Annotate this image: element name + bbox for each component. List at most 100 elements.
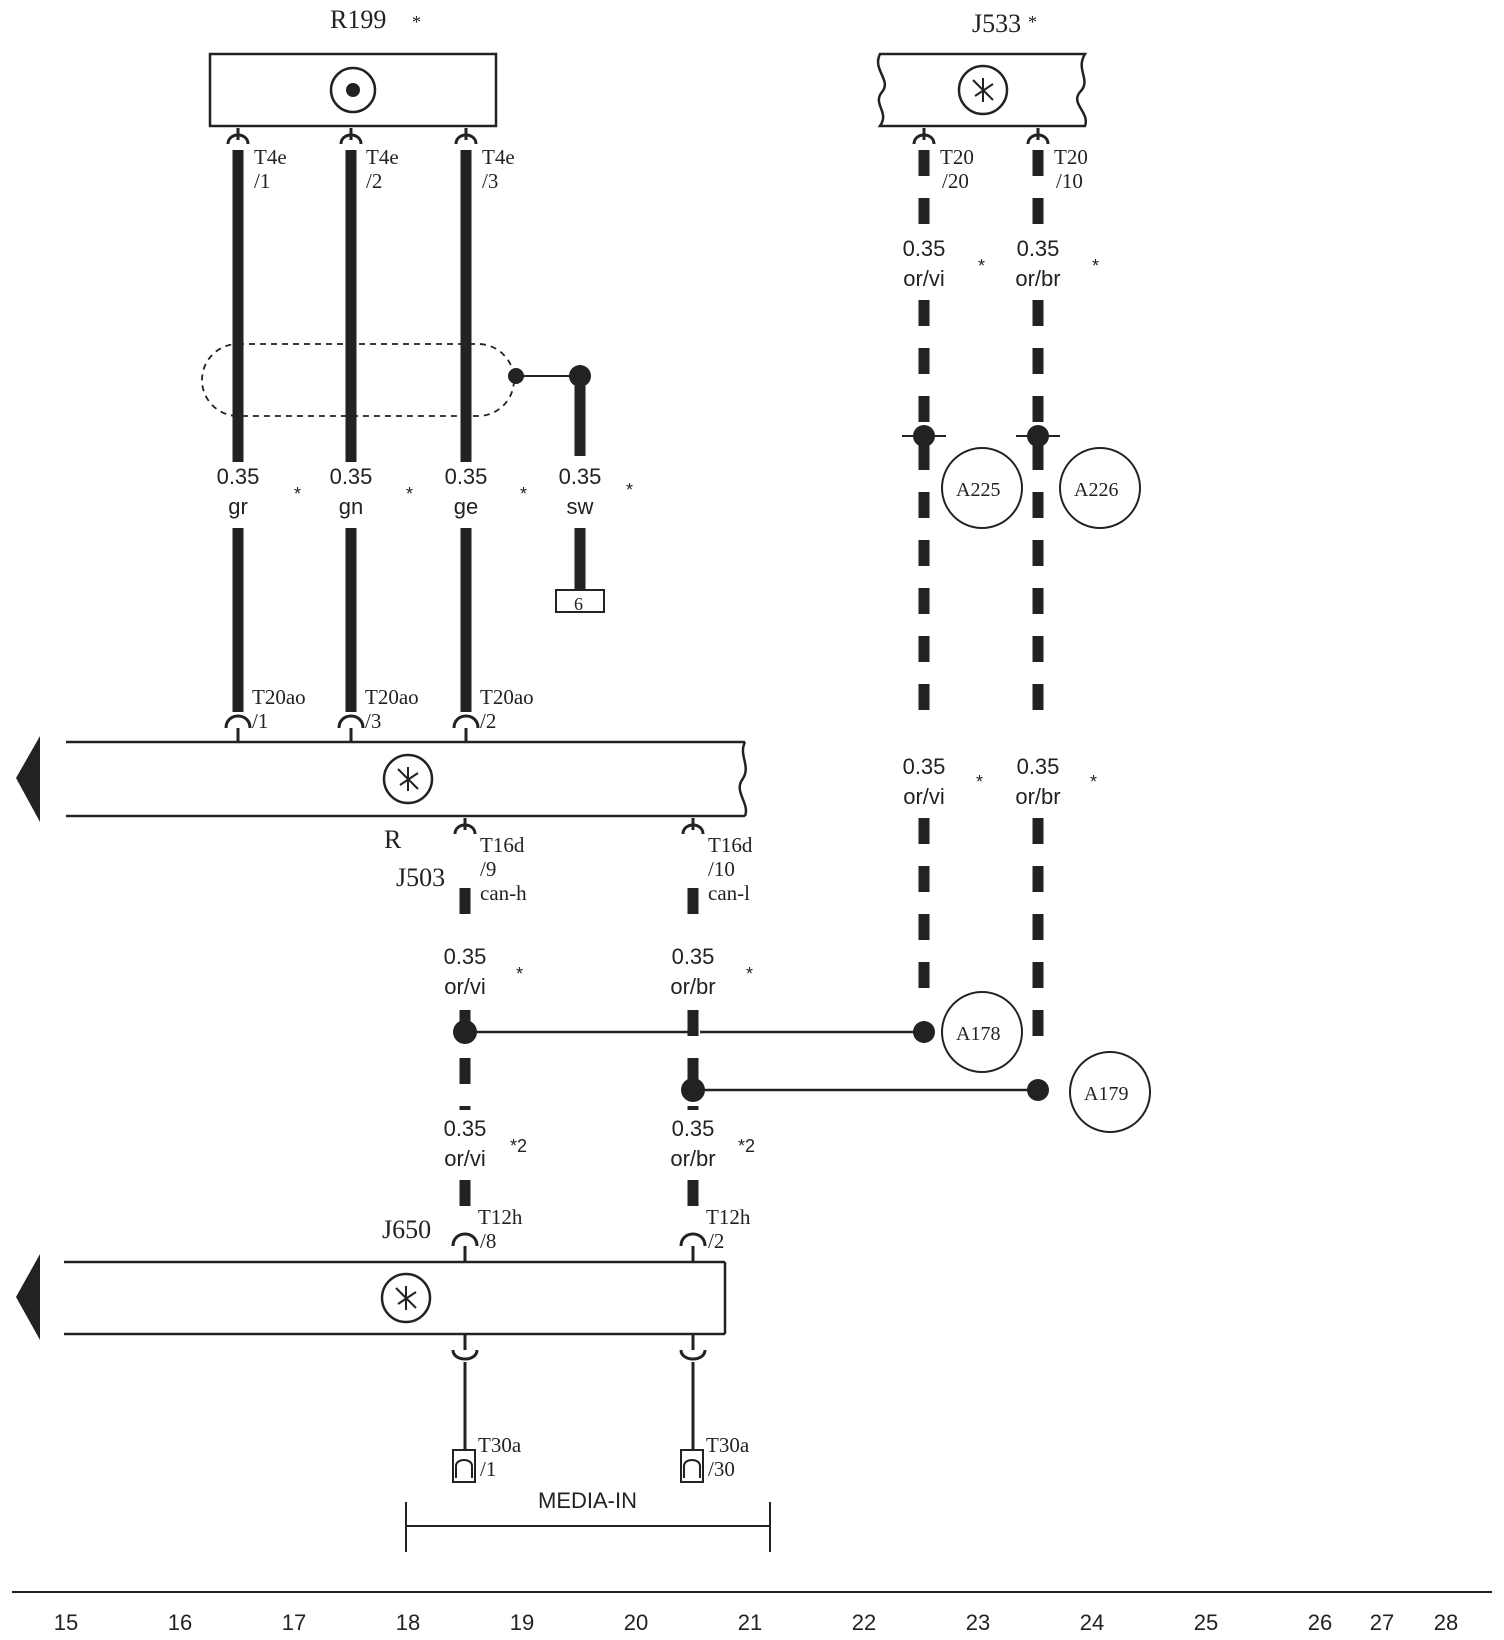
wires-can — [459, 888, 699, 1214]
svg-text:or/br: or/br — [670, 974, 715, 999]
svg-text:ge: ge — [454, 494, 478, 519]
media-in-label: MEDIA-IN — [538, 1488, 637, 1513]
svg-text:or/br: or/br — [1015, 784, 1060, 809]
ground-point: 6 — [555, 589, 605, 614]
connector-t30a — [452, 1449, 704, 1483]
svg-text:/1: /1 — [254, 169, 270, 193]
svg-text:T20: T20 — [1054, 145, 1088, 169]
svg-text:*: * — [746, 964, 753, 984]
grid-number: 24 — [1080, 1610, 1104, 1635]
svg-text:sw: sw — [567, 494, 594, 519]
svg-text:/2: /2 — [708, 1229, 724, 1253]
svg-text:/20: /20 — [942, 169, 969, 193]
svg-text:/2: /2 — [366, 169, 382, 193]
grid-number: 28 — [1434, 1610, 1458, 1635]
svg-text:*: * — [406, 484, 413, 504]
svg-text:*: * — [1092, 256, 1099, 276]
svg-text:/9: /9 — [480, 857, 496, 881]
svg-text:*: * — [520, 484, 527, 504]
splice-a178-a179: A178 A179 — [453, 991, 1151, 1133]
pin-hooks-r199 — [226, 128, 478, 145]
svg-text:*: * — [1090, 772, 1097, 792]
component-r-j503: R J503 — [16, 736, 748, 892]
svg-text:*: * — [978, 256, 985, 276]
svg-text:0.35: 0.35 — [445, 464, 488, 489]
svg-text:or/vi: or/vi — [444, 974, 486, 999]
svg-text:T20ao: T20ao — [480, 685, 534, 709]
svg-text:*: * — [626, 480, 633, 500]
svg-text:can-h: can-h — [480, 881, 527, 905]
svg-text:T20ao: T20ao — [252, 685, 306, 709]
svg-text:0.35: 0.35 — [217, 464, 260, 489]
svg-text:0.35: 0.35 — [903, 236, 946, 261]
svg-text:or/br: or/br — [1015, 266, 1060, 291]
arrow-left-icon — [16, 736, 40, 822]
svg-text:/3: /3 — [482, 169, 498, 193]
svg-text:0.35: 0.35 — [330, 464, 373, 489]
grid-number: 19 — [510, 1610, 534, 1635]
svg-text:/10: /10 — [1056, 169, 1083, 193]
svg-text:*: * — [412, 12, 421, 32]
svg-text:/10: /10 — [708, 857, 735, 881]
grid-number: 15 — [54, 1610, 78, 1635]
shield — [201, 343, 591, 417]
pin-hooks-t12h — [451, 1232, 707, 1262]
svg-text:gr: gr — [228, 494, 248, 519]
svg-text:T30a: T30a — [478, 1433, 522, 1457]
splice-a225-a226: A225 A226 — [902, 425, 1141, 529]
r199-label: R199 — [330, 5, 386, 34]
svg-text:/8: /8 — [480, 1229, 496, 1253]
grid-number: 21 — [738, 1610, 762, 1635]
svg-text:*: * — [976, 772, 983, 792]
svg-text:T4e: T4e — [482, 145, 515, 169]
svg-text:*2: *2 — [510, 1136, 527, 1156]
svg-text:or/vi: or/vi — [903, 266, 945, 291]
svg-text:0.35: 0.35 — [444, 1116, 487, 1141]
svg-text:gn: gn — [339, 494, 363, 519]
arrow-left-icon — [16, 1254, 40, 1340]
pin-labels: T4e /1 T4e /2 T4e /3 T20 /20 T20 /10 T20… — [252, 145, 1088, 1481]
media-in-bracket — [405, 1502, 771, 1552]
svg-text:0.35: 0.35 — [672, 944, 715, 969]
svg-text:T4e: T4e — [366, 145, 399, 169]
wires-r199 — [232, 150, 586, 712]
svg-text:0.35: 0.35 — [903, 754, 946, 779]
grid-number: 27 — [1370, 1610, 1394, 1635]
svg-text:0.35: 0.35 — [1017, 236, 1060, 261]
component-r199: R199 * — [208, 5, 498, 128]
grid-number: 18 — [396, 1610, 420, 1635]
svg-text:0.35: 0.35 — [672, 1116, 715, 1141]
wires-t30a — [463, 1362, 695, 1450]
pin-hooks-j533 — [912, 128, 1050, 145]
connector-a179: A179 — [1084, 1083, 1128, 1105]
component-j533: J533 * — [876, 9, 1088, 128]
wire-labels: 0.35 gr * 0.35 gn * 0.35 ge * 0.35 sw * … — [217, 236, 1099, 1171]
svg-text:T12h: T12h — [706, 1205, 751, 1229]
svg-text:0.35: 0.35 — [559, 464, 602, 489]
grid-number: 20 — [624, 1610, 648, 1635]
svg-text:/30: /30 — [708, 1457, 735, 1481]
svg-text:0.35: 0.35 — [1017, 754, 1060, 779]
svg-text:T16d: T16d — [480, 833, 525, 857]
svg-text:*2: *2 — [738, 1136, 755, 1156]
connector-a225: A225 — [956, 479, 1000, 501]
svg-text:*: * — [516, 964, 523, 984]
svg-text:can-l: can-l — [708, 881, 750, 905]
svg-text:0.35: 0.35 — [444, 944, 487, 969]
svg-text:T20: T20 — [940, 145, 974, 169]
j650-label: J650 — [382, 1215, 431, 1244]
connector-a226: A226 — [1074, 479, 1118, 501]
wires-j533 — [918, 150, 1044, 1050]
pin-hooks-t16d — [453, 818, 705, 835]
svg-text:/1: /1 — [252, 709, 268, 733]
svg-text:T30a: T30a — [706, 1433, 750, 1457]
svg-text:T4e: T4e — [254, 145, 287, 169]
pin-hooks-t20ao — [224, 714, 480, 742]
svg-text:/1: /1 — [480, 1457, 496, 1481]
grid-number: 16 — [168, 1610, 192, 1635]
svg-text:6: 6 — [574, 594, 583, 614]
svg-text:or/br: or/br — [670, 1146, 715, 1171]
svg-text:or/vi: or/vi — [444, 1146, 486, 1171]
